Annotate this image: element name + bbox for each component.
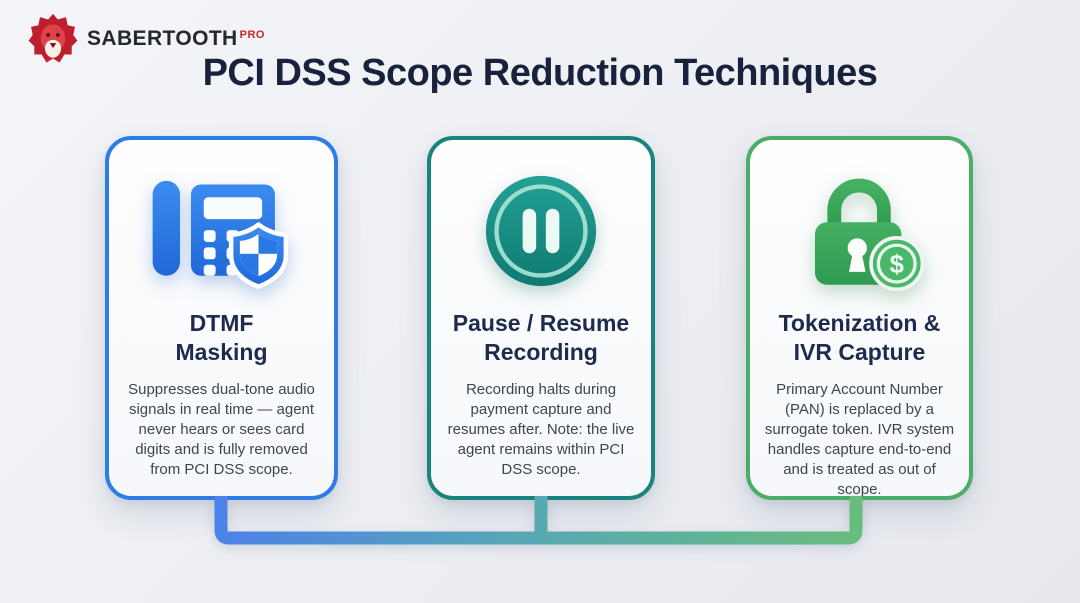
- card-title: Tokenization & IVR Capture: [750, 309, 969, 367]
- card-title-line: Tokenization &: [778, 310, 941, 336]
- card-icon-area: $: [750, 168, 969, 294]
- card-icon-area: [109, 168, 334, 294]
- card-description: Recording halts during payment capture a…: [447, 381, 635, 478]
- card-title: DTMF Masking: [109, 309, 334, 367]
- card-description: Primary Account Number (PAN) is replaced…: [764, 381, 955, 498]
- brand-tier-badge: PRO: [239, 29, 265, 41]
- brand-name: SABERTOOTH: [87, 27, 238, 50]
- phone-shield-icon: [152, 180, 288, 289]
- card-title: Pause / Resume Recording: [431, 309, 651, 367]
- card-description: Suppresses dual-tone audio signals in re…: [128, 381, 315, 478]
- page-title: PCI DSS Scope Reduction Techniques: [202, 52, 878, 94]
- card-title-line: Masking: [175, 339, 268, 365]
- lion-icon: [28, 13, 78, 63]
- card-title-line: Pause / Resume: [452, 310, 630, 336]
- card-tokenization-ivr-capture: $ Tokenization & IVR Capture Primary Acc…: [746, 136, 973, 500]
- pause-icon: [485, 175, 597, 287]
- card-dtmf-masking: DTMF Masking Suppresses dual-tone audio …: [105, 136, 338, 500]
- card-title-line: IVR Capture: [793, 339, 926, 365]
- card-pause-resume-recording: Pause / Resume Recording Recording halts…: [427, 136, 655, 500]
- card-icon-area: [431, 168, 651, 294]
- lock-dollar-icon: $: [814, 178, 924, 292]
- svg-text:$: $: [889, 251, 903, 279]
- card-title-line: DTMF: [189, 310, 254, 336]
- connector-line: [214, 496, 863, 545]
- card-title-line: Recording: [484, 339, 598, 365]
